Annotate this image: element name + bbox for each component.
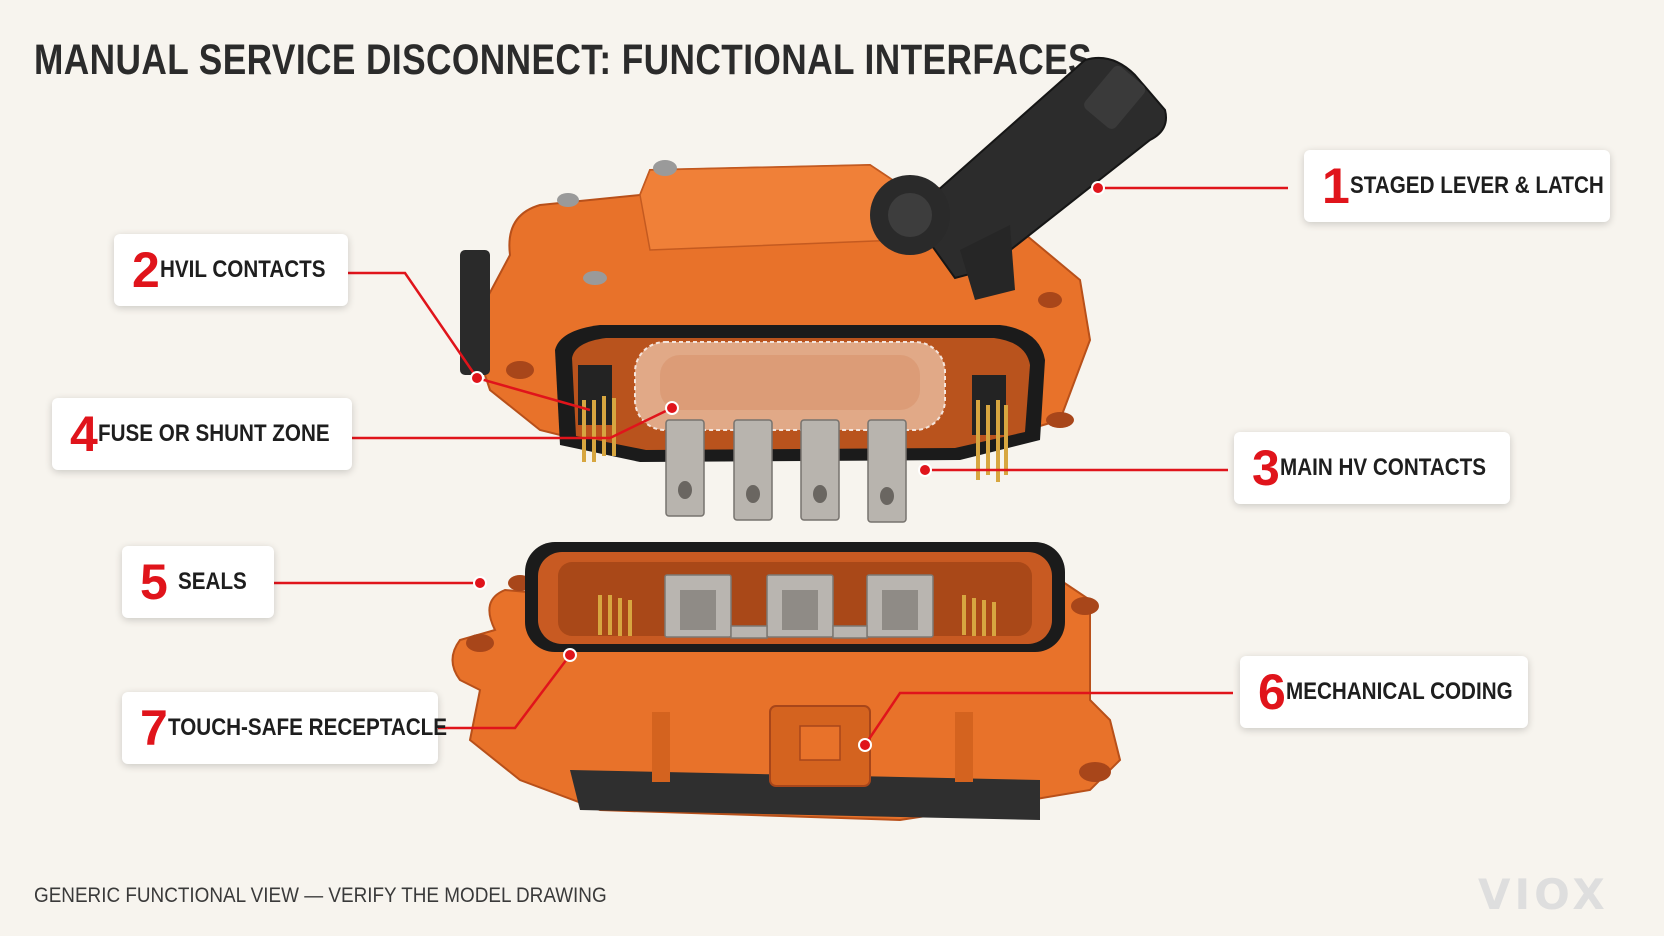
callout-number: 2 xyxy=(132,242,160,298)
leader-lines xyxy=(274,186,1288,746)
callout-label: SEALS xyxy=(177,568,247,595)
callout-label: HVIL CONTACTS xyxy=(159,256,326,283)
brand-logo: VIOX xyxy=(1478,870,1609,919)
callout-label: MECHANICAL CODING xyxy=(1285,678,1513,705)
callout-label: TOUCH-SAFE RECEPTACLE xyxy=(167,714,447,741)
lower-receptacle xyxy=(451,542,1122,822)
callout-label: MAIN HV CONTACTS xyxy=(1279,454,1486,481)
callout-label: FUSE OR SHUNT ZONE xyxy=(97,420,330,447)
callout-main-hv-contacts: 3 MAIN HV CONTACTS xyxy=(1234,432,1510,504)
callout-label: STAGED LEVER & LATCH xyxy=(1349,172,1604,199)
page-title: MANUAL SERVICE DISCONNECT: FUNCTIONAL IN… xyxy=(34,36,1092,84)
callout-number: 7 xyxy=(140,700,168,756)
staged-lever xyxy=(870,56,1167,300)
callout-mechanical-coding: 6 MECHANICAL CODING xyxy=(1240,656,1528,728)
callout-staged-lever-latch: 1 STAGED LEVER & LATCH xyxy=(1304,150,1610,222)
callout-touch-safe-receptacle: 7 TOUCH-SAFE RECEPTACLE xyxy=(122,692,447,764)
callout-hvil-contacts: 2 HVIL CONTACTS xyxy=(114,234,348,306)
callout-number: 5 xyxy=(140,554,168,610)
callout-number: 3 xyxy=(1252,440,1280,496)
callout-number: 1 xyxy=(1322,158,1350,214)
callout-number: 6 xyxy=(1258,664,1286,720)
callout-number: 4 xyxy=(70,406,98,462)
footer-note: GENERIC FUNCTIONAL VIEW — VERIFY THE MOD… xyxy=(34,884,607,907)
callout-fuse-shunt-zone: 4 FUSE OR SHUNT ZONE xyxy=(52,398,352,470)
callout-seals: 5 SEALS xyxy=(122,546,274,618)
